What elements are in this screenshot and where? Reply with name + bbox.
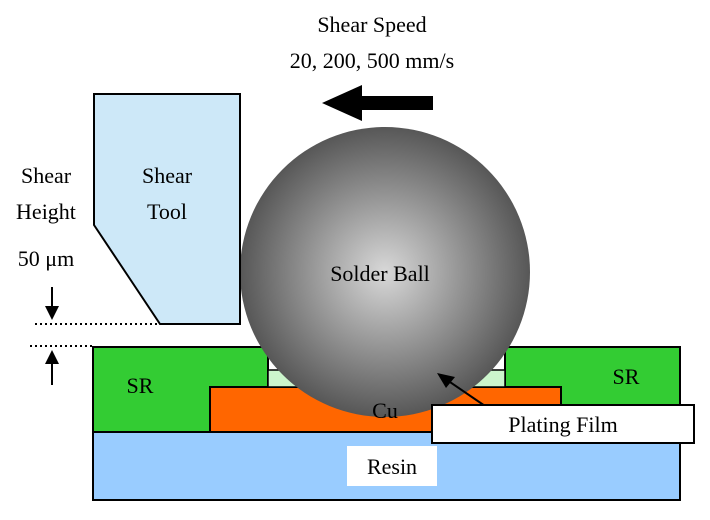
resin-label: Resin (367, 454, 417, 479)
shear-height-label-line1: Shear (21, 163, 72, 188)
shear-height-value: 50 μm (18, 246, 74, 271)
plating-film-label: Plating Film (508, 412, 617, 437)
solder-ball-label: Solder Ball (330, 261, 430, 286)
shear-tool-label-line2: Tool (147, 199, 187, 224)
shear-direction-arrow (322, 85, 433, 121)
cu-label: Cu (372, 398, 398, 423)
shear-height-label-line2: Height (16, 199, 76, 224)
plating-film-label-box (431, 404, 695, 444)
plating-film-leader-head (437, 373, 455, 388)
shear-speed-values: 20, 200, 500 mm/s (290, 48, 454, 73)
shear-tool (93, 93, 241, 325)
plating-film-leader (446, 379, 489, 409)
shear-speed-title: Shear Speed (317, 12, 426, 37)
shear-tool-label-line1: Shear (142, 163, 193, 188)
resin-label-box (347, 446, 437, 486)
shear-height-arrow-down (45, 287, 59, 320)
sr-left-label: SR (127, 373, 154, 398)
solder-ball (240, 127, 530, 417)
sr-right-label: SR (613, 364, 640, 389)
shear-height-arrow-up (45, 350, 59, 385)
